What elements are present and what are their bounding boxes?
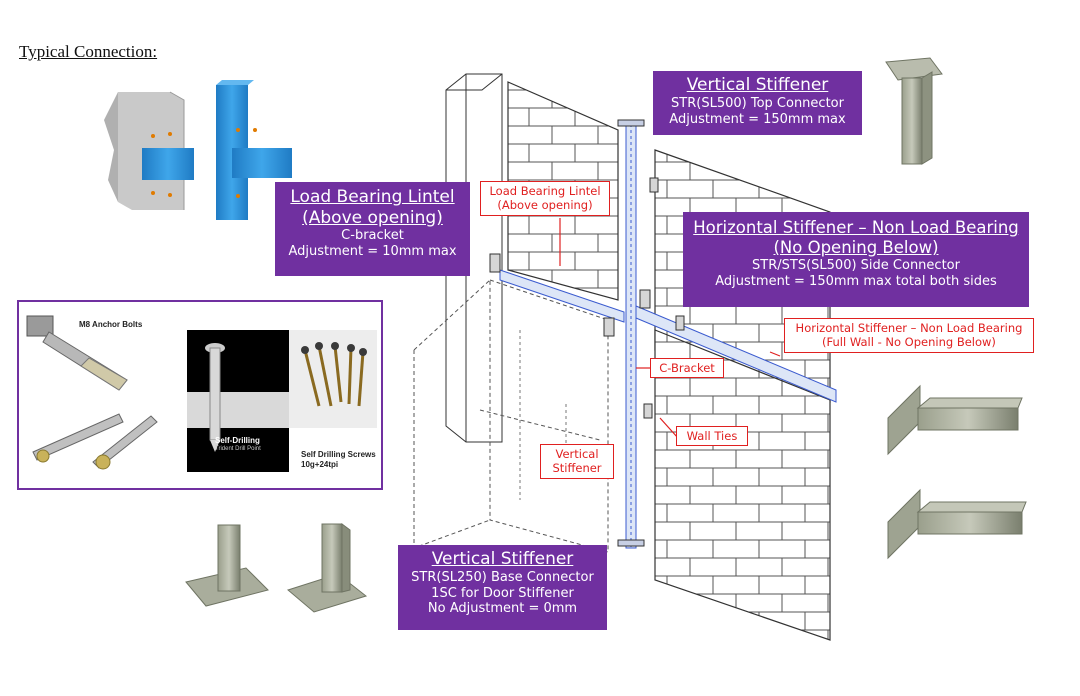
label-vertical-line2: Stiffener xyxy=(552,461,602,476)
label-horizontal-line1: Horizontal Stiffener – Non Load Bearing xyxy=(795,321,1023,335)
callout-horizontal: Horizontal Stiffener – Non Load Bearing … xyxy=(683,212,1029,307)
self-drilling-screw-illustration xyxy=(205,343,225,452)
label-c-bracket: C-Bracket xyxy=(650,358,724,379)
callout-top-line1: STR(SL500) Top Connector xyxy=(671,95,844,111)
callout-horizontal-title2: (No Opening Below) xyxy=(773,238,939,258)
callout-base-line2: 1SC for Door Stiffener xyxy=(431,585,574,601)
wall-bracket-illustration xyxy=(104,80,292,220)
fixings-illustration xyxy=(26,315,377,472)
callout-base-line3: No Adjustment = 0mm xyxy=(427,601,578,617)
callout-lintel: Load Bearing Lintel (Above opening) C-br… xyxy=(275,182,470,276)
self-drilling-label: Self-Drilling xyxy=(215,436,260,445)
label-horizontal-full-wall: Horizontal Stiffener – Non Load Bearing … xyxy=(784,318,1034,353)
callout-top-line2: Adjustment = 150mm max xyxy=(669,111,846,127)
label-lintel-line2: (Above opening) xyxy=(497,198,593,213)
label-vertical-stiffener: Vertical Stiffener xyxy=(540,444,614,479)
callout-horizontal-line1: STR/STS(SL500) Side Connector xyxy=(752,258,960,274)
label-lintel: Load Bearing Lintel (Above opening) xyxy=(480,181,610,216)
label-horizontal-line2: (Full Wall - No Opening Below) xyxy=(822,335,996,350)
screws-label-line2: 10g+24tpi xyxy=(301,460,339,469)
callout-base-connector: Vertical Stiffener STR(SL250) Base Conne… xyxy=(398,545,607,630)
callout-base-line1: STR(SL250) Base Connector xyxy=(411,569,594,585)
callout-lintel-title1: Load Bearing Lintel xyxy=(290,187,455,207)
label-lintel-line1: Load Bearing Lintel xyxy=(489,184,601,198)
callout-base-title: Vertical Stiffener xyxy=(431,549,574,569)
base-connector-illustrations xyxy=(185,523,368,613)
callout-lintel-line1: C-bracket xyxy=(341,228,404,244)
callout-horizontal-line2: Adjustment = 150mm max total both sides xyxy=(715,274,997,290)
drill-point-label: Trident Drill Point xyxy=(215,446,261,452)
anchor-bolts-label: M8 Anchor Bolts xyxy=(79,320,143,329)
fixings-panel: M8 Anchor Bolts Self-Drilling Trident Dr… xyxy=(17,300,383,490)
callout-lintel-line2: Adjustment = 10mm max xyxy=(288,244,457,260)
anchor-bolt-illustration xyxy=(26,315,158,470)
callout-top-title: Vertical Stiffener xyxy=(686,75,829,95)
callout-lintel-title2: (Above opening) xyxy=(302,207,443,228)
callout-top-connector: Vertical Stiffener STR(SL500) Top Connec… xyxy=(653,71,862,135)
top-connector-illustration xyxy=(885,57,943,165)
screws-label-line1: Self Drilling Screws xyxy=(301,450,376,459)
side-connector-illustrations xyxy=(887,384,1027,560)
callout-horizontal-title1: Horizontal Stiffener – Non Load Bearing xyxy=(693,218,1019,237)
page-title: Typical Connection: xyxy=(19,42,158,61)
label-vertical-line1: Vertical xyxy=(555,447,599,461)
label-wall-ties: Wall Ties xyxy=(676,426,748,447)
